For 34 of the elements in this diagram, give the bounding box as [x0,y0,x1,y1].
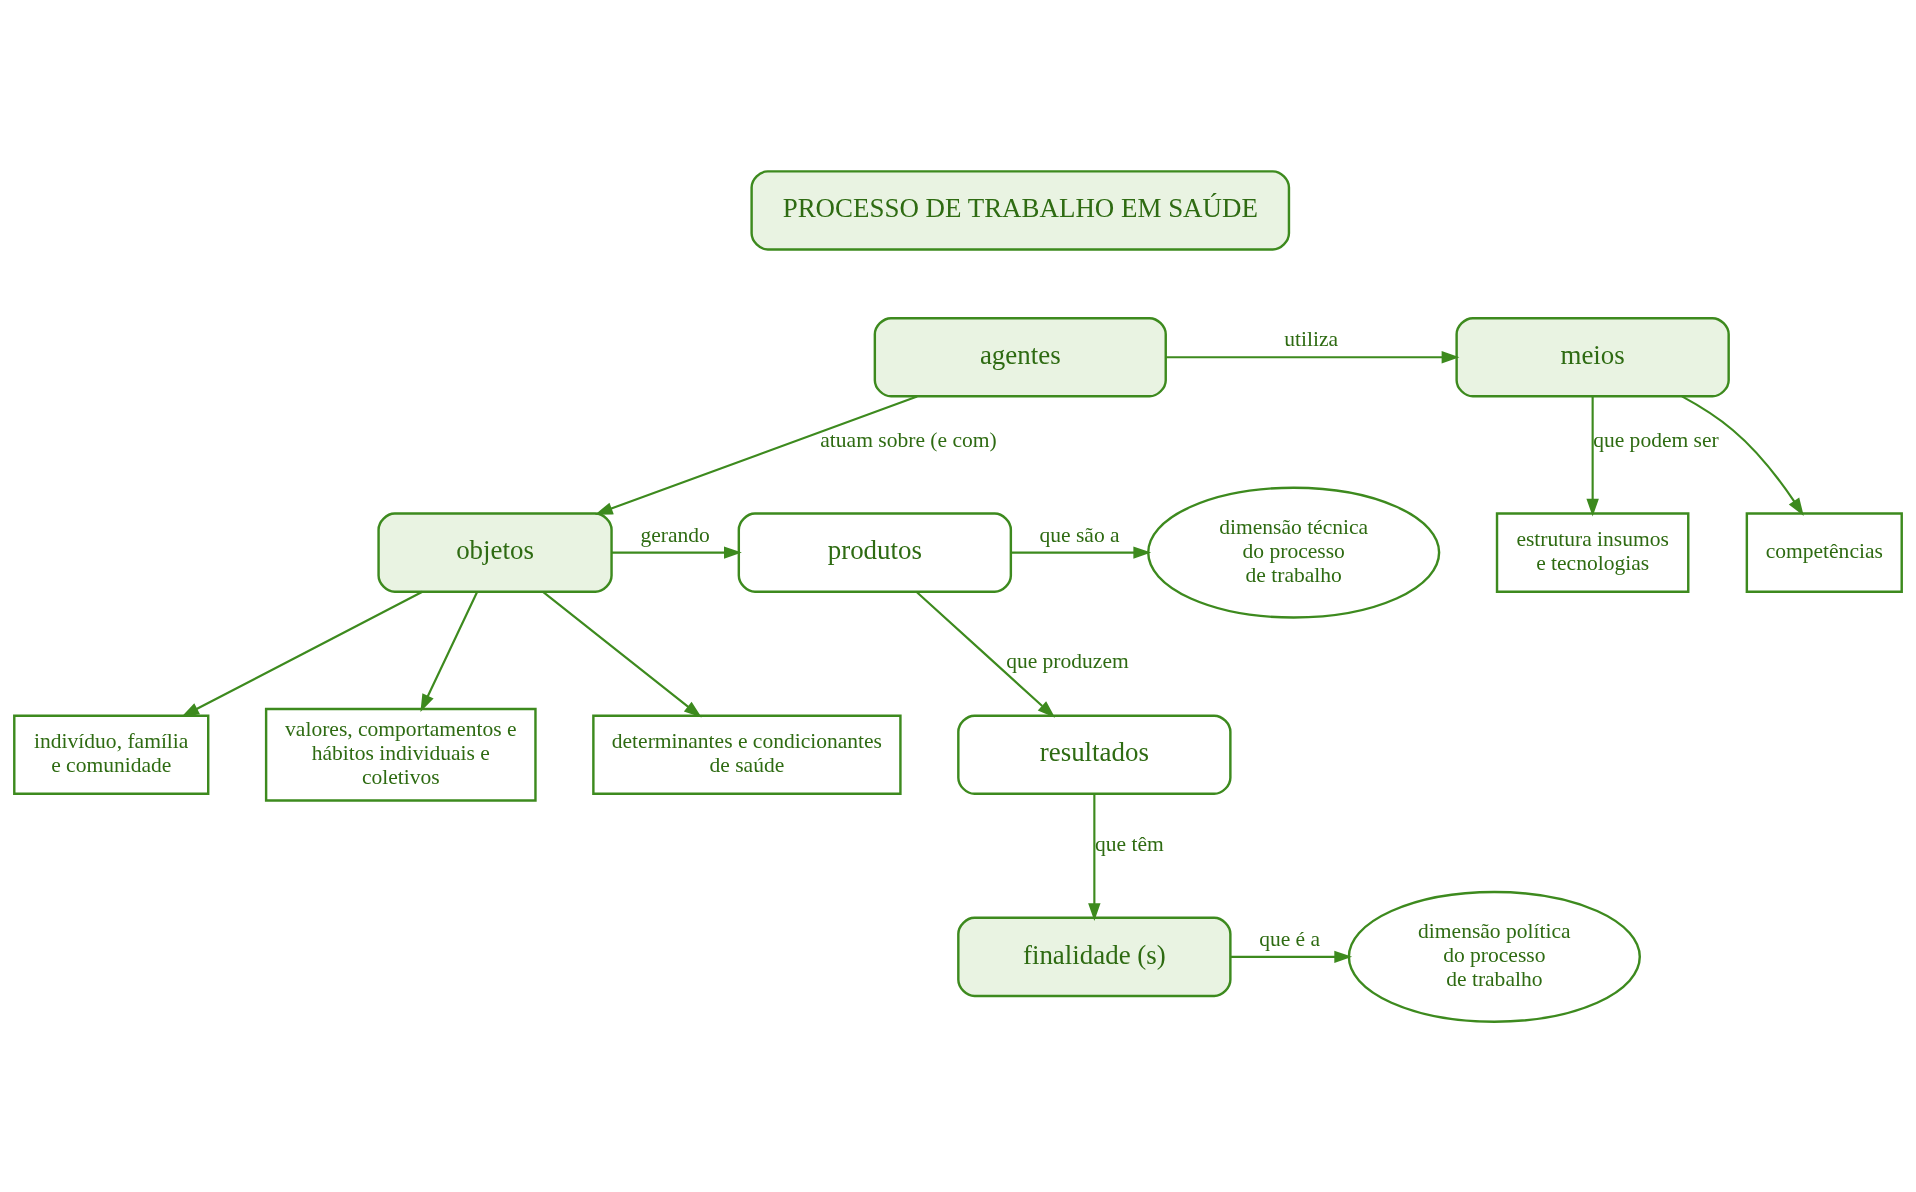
node-ellipse: dimensão técnica do processo de trabalho [1147,486,1441,619]
arrow [420,590,479,712]
node-box: estrutura insumos e tecnologias [1495,511,1690,593]
edge-label: gerando [640,522,710,547]
edge-label: que são a [1039,522,1120,547]
arrow [611,545,742,559]
node-box: indivíduo, família e comunidade [13,713,210,795]
node-ellipse: dimensão política do processo de trabalho [1347,890,1641,1023]
edge-label: que produzem [1006,648,1129,673]
node-box: agentes [873,316,1167,397]
arrow [1165,350,1460,363]
edge-label: utiliza [1284,326,1339,351]
arrow [542,590,702,718]
edge-label: que têm [1094,831,1164,856]
arrow [594,394,918,515]
node-box: valores, comportamentos e hábitos individuais e coletivos [264,707,537,802]
arrow [915,590,1056,718]
node-box: objetos [377,511,613,593]
node-box: resultados [957,713,1232,795]
node-box: competências [1745,511,1903,593]
arrow [1586,396,1599,517]
edge-label: que é a [1259,926,1321,951]
arrow [181,590,423,717]
node-box: finalidade (s) [957,916,1232,997]
arrow [1011,545,1152,559]
arrow [1681,394,1804,516]
edge-label: que podem ser [1593,427,1719,452]
arrow [1230,950,1353,963]
node-box: determinantes e condicionantes de saúde [592,713,902,795]
node-box: produtos [737,511,1013,593]
node-box: PROCESSO DE TRABALHO EM SAÚDE [750,169,1291,251]
arrow [1088,793,1101,921]
node-box: meios [1455,316,1730,397]
edge-label: atuam sobre (e com) [820,427,997,452]
